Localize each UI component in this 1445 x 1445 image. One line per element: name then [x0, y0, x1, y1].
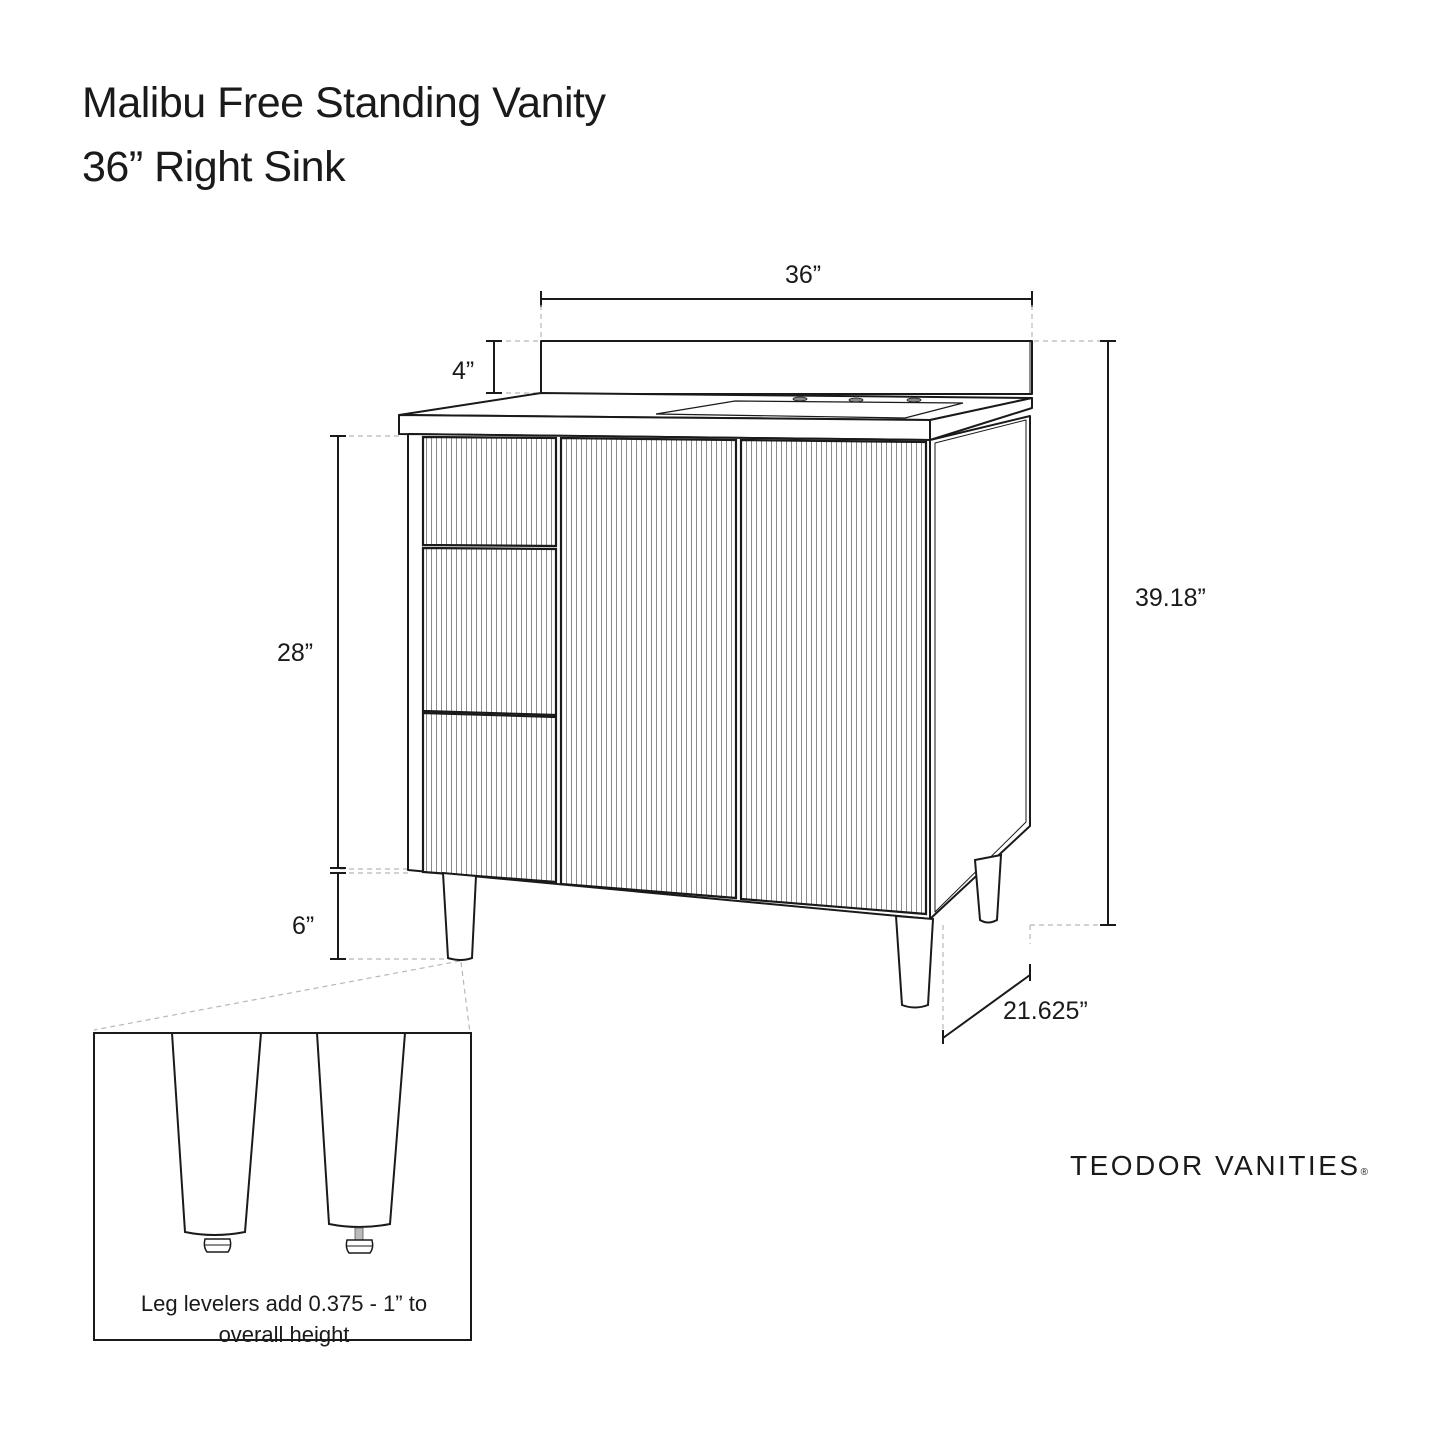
sink-outline: [655, 400, 964, 419]
door-fronts: [559, 436, 928, 916]
leg-height-label: 6”: [292, 912, 315, 940]
cabinet-height-label: 28”: [277, 639, 314, 667]
cabinet-leg-dimension-line: [330, 435, 346, 960]
backsplash-dimension-line: [486, 340, 502, 394]
backsplash-height-label: 4”: [452, 357, 475, 385]
overall-height-label: 39.18”: [1135, 584, 1206, 612]
leg-leveler-note: Leg levelers add 0.375 - 1” to overall h…: [96, 1288, 472, 1350]
depth-dimension-line: [942, 964, 1031, 1044]
leg-leveler-inset: [93, 1032, 472, 1341]
width-dimension-line: [540, 291, 1033, 307]
extension-lines: [93, 305, 1108, 1040]
leg-leveler-note-line1: Leg levelers add 0.375 - 1” to: [140, 1291, 428, 1316]
drawer-fronts: [421, 435, 558, 884]
leg-leveler-note-line2: overall height: [218, 1322, 350, 1347]
product-title: Malibu Free Standing Vanity: [82, 79, 606, 127]
brand-name: TEODOR VANITIES: [1070, 1150, 1361, 1181]
legs: [441, 853, 1003, 1009]
brand-logo: TEODOR VANITIES®: [1070, 1150, 1368, 1182]
product-subtitle: 36” Right Sink: [82, 143, 346, 191]
overall-height-dimension-line: [1100, 340, 1116, 926]
depth-label: 21.625”: [1003, 997, 1088, 1025]
width-label: 36”: [785, 261, 822, 289]
registered-mark-icon: ®: [1360, 1167, 1368, 1178]
faucet-holes: [792, 396, 922, 403]
